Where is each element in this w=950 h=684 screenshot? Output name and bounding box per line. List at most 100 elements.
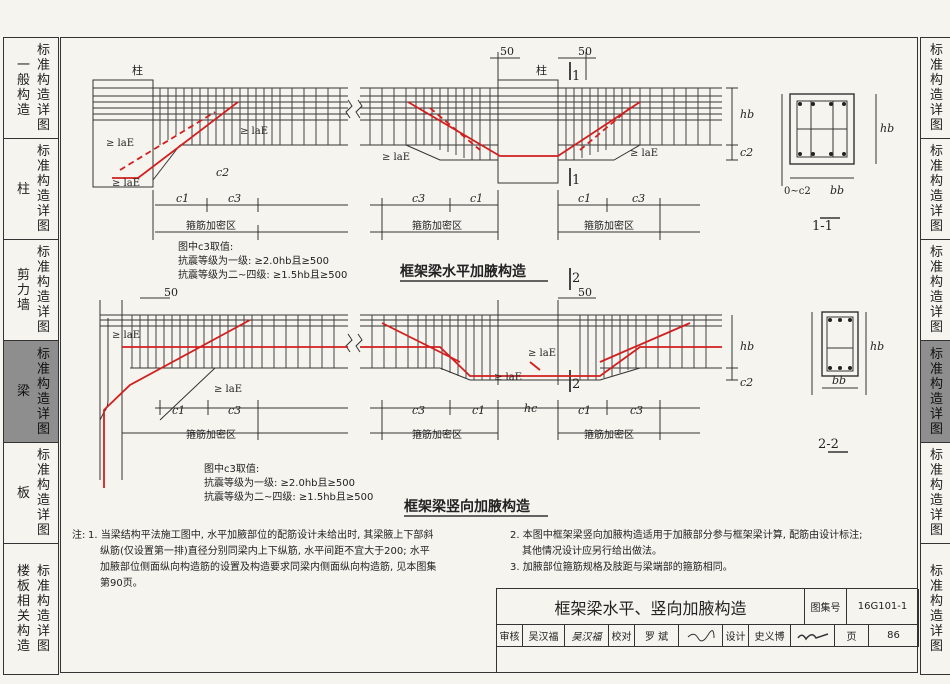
tab-beam[interactable]: 梁 标准构造详图	[4, 341, 58, 443]
reviewer-signature-text: 吴汉福	[571, 632, 602, 643]
reviewer-signature: 吴汉福	[565, 625, 609, 647]
signature-scribble	[687, 629, 714, 641]
dim-c3: c3	[632, 192, 645, 205]
notes-label: 注:	[72, 530, 86, 541]
stirrups-top-middle	[369, 88, 711, 160]
haunch-bar-bottom-left	[103, 319, 251, 488]
break-line	[355, 333, 363, 353]
haunch-bar-top-mid-dashed	[579, 107, 631, 151]
note-1-line-3: 加腋部位侧面纵向构造筋的设置及构造要求同梁内侧面纵向构造筋, 见本图集	[100, 562, 437, 573]
design-label: 设计	[723, 625, 749, 647]
lae-label: ≥ laE	[112, 178, 140, 189]
tab-subtitle: 标准构造详图	[930, 43, 944, 133]
dim-c2: c2	[740, 146, 753, 159]
section-mark-label: 1	[572, 173, 580, 188]
dim-c1: c1	[176, 192, 189, 205]
tab-title: 梁	[17, 384, 31, 399]
lae-label: ≥ laE	[528, 348, 556, 359]
reviewer-name: 吴汉福	[523, 625, 565, 647]
c3-note-title: 图中c3取值:	[204, 462, 259, 475]
haunch-outline-left	[152, 144, 181, 181]
tab-column-right[interactable]: 标准构造详图	[921, 139, 950, 240]
lae-label: ≥ laE	[214, 384, 242, 395]
dim-hb: hb	[870, 340, 884, 353]
tab-general-right[interactable]: 标准构造详图	[921, 38, 950, 139]
lae-label: ≥ laE	[112, 330, 140, 341]
tab-subtitle: 标准构造详图	[37, 564, 51, 654]
stirrups-top-left	[159, 88, 341, 145]
dim-bb: bb	[830, 184, 844, 197]
section-label-1-1: 1-1	[812, 219, 833, 234]
dim-c2-range: 0~c2	[784, 186, 811, 197]
c3-note-line1: 抗震等级为一级: ≥2.0hb且≥500	[178, 254, 329, 267]
tab-subtitle: 标准构造详图	[930, 564, 944, 654]
chapter-sidebar: 一般构造 标准构造详图 柱 标准构造详图 剪力墙 标准构造详图 梁 标准构造详图…	[3, 37, 59, 675]
c3-note-line2: 抗震等级为二~四级: ≥1.5hb且≥500	[204, 490, 373, 503]
tab-shear-wall[interactable]: 剪力墙 标准构造详图	[4, 240, 58, 341]
lae-label: ≥ laE	[630, 148, 658, 159]
top-beam-bars	[93, 87, 722, 146]
column-label: 柱	[536, 63, 547, 77]
dim-c1: c1	[172, 404, 185, 417]
drawing-frame	[60, 37, 918, 673]
zone-label: 箍筋加密区	[584, 428, 634, 441]
tab-subtitle: 标准构造详图	[930, 245, 944, 335]
haunch-bars	[103, 101, 722, 488]
c3-note-line2: 抗震等级为二~四级: ≥1.5hb且≥500	[178, 268, 347, 281]
checker-signature	[679, 625, 723, 647]
section-label-2-2: 2-2	[818, 437, 839, 452]
dim-c3: c3	[228, 192, 241, 205]
checker-name: 罗 斌	[635, 625, 679, 647]
dim-50: 50	[164, 286, 178, 299]
tab-title: 板	[17, 485, 31, 501]
lae-label: ≥ laE	[240, 126, 268, 137]
tab-subtitle: 标准构造详图	[930, 346, 944, 437]
dim-c3: c3	[412, 192, 425, 205]
section-mark-label: 2	[572, 377, 580, 392]
tab-general[interactable]: 一般构造 标准构造详图	[4, 38, 58, 139]
lae-label: ≥ laE	[494, 372, 522, 383]
tab-title: 柱	[17, 181, 31, 197]
column-left	[92, 79, 154, 188]
haunch-bar-top-left	[112, 101, 239, 179]
c3-note-line1: 抗震等级为一级: ≥2.0hb且≥500	[204, 476, 355, 489]
tab-beam-right[interactable]: 标准构造详图	[921, 341, 950, 443]
tab-title: 楼板相关构造	[17, 564, 31, 654]
tab-column[interactable]: 柱 标准构造详图	[4, 139, 58, 240]
section-mark-label: 2	[572, 271, 580, 286]
haunch-bar-bottom-diag	[599, 322, 691, 363]
bottom-diagram-title: 框架梁竖向加腋构造	[404, 498, 530, 515]
designer-signature	[791, 625, 835, 647]
column-bar-left	[99, 318, 109, 421]
haunch-bar-top-mid-dashed	[429, 107, 481, 151]
dim-hc: hc	[524, 402, 537, 415]
chapter-sidebar-right: 标准构造详图 标准构造详图 标准构造详图 标准构造详图 标准构造详图 标准构造详…	[920, 37, 950, 675]
tab-slab[interactable]: 板 标准构造详图	[4, 443, 58, 544]
tab-subtitle: 标准构造详图	[37, 346, 51, 437]
tab-slab-related-right[interactable]: 标准构造详图	[921, 544, 950, 674]
note-1-line-1: 1. 当梁结构平法施工图中, 水平加腋部位的配筋设计未给出时, 其梁腋上下部斜	[88, 530, 434, 541]
atlas-number: 16G101-1	[847, 589, 919, 625]
dim-c3: c3	[412, 404, 425, 417]
haunch-bar-bottom-hook	[529, 361, 541, 371]
zone-label: 箍筋加密区	[412, 428, 462, 441]
dim-50: 50	[578, 286, 592, 299]
title-block: 框架梁水平、竖向加腋构造 图集号 16G101-1 审核 吴汉福 吴汉福 校对 …	[496, 588, 919, 673]
note-1-line-4: 第90页。	[100, 578, 143, 589]
tab-slab-right[interactable]: 标准构造详图	[921, 443, 950, 544]
tab-subtitle: 标准构造详图	[37, 43, 51, 133]
haunch-outline-mid-r	[558, 144, 641, 161]
zone-label: 箍筋加密区	[412, 219, 462, 232]
tab-shear-wall-right[interactable]: 标准构造详图	[921, 240, 950, 341]
tab-title: 剪力墙	[17, 267, 31, 313]
tab-slab-related[interactable]: 楼板相关构造 标准构造详图	[4, 544, 58, 674]
note-2-line-2: 其他情况设计应另行给出做法。	[522, 546, 662, 557]
atlas-label: 图集号	[805, 589, 847, 625]
tab-subtitle: 标准构造详图	[37, 448, 51, 538]
top-diagram-title: 框架梁水平加腋构造	[400, 263, 526, 280]
dim-c3: c3	[630, 404, 643, 417]
tab-subtitle: 标准构造详图	[930, 144, 944, 234]
note-1-line-2: 纵筋(仅设置第一排)直径分别同梁内上下纵筋, 水平间距不宜大于200; 水平	[100, 546, 430, 557]
dim-hb: hb	[740, 108, 754, 121]
break-line	[355, 99, 363, 119]
